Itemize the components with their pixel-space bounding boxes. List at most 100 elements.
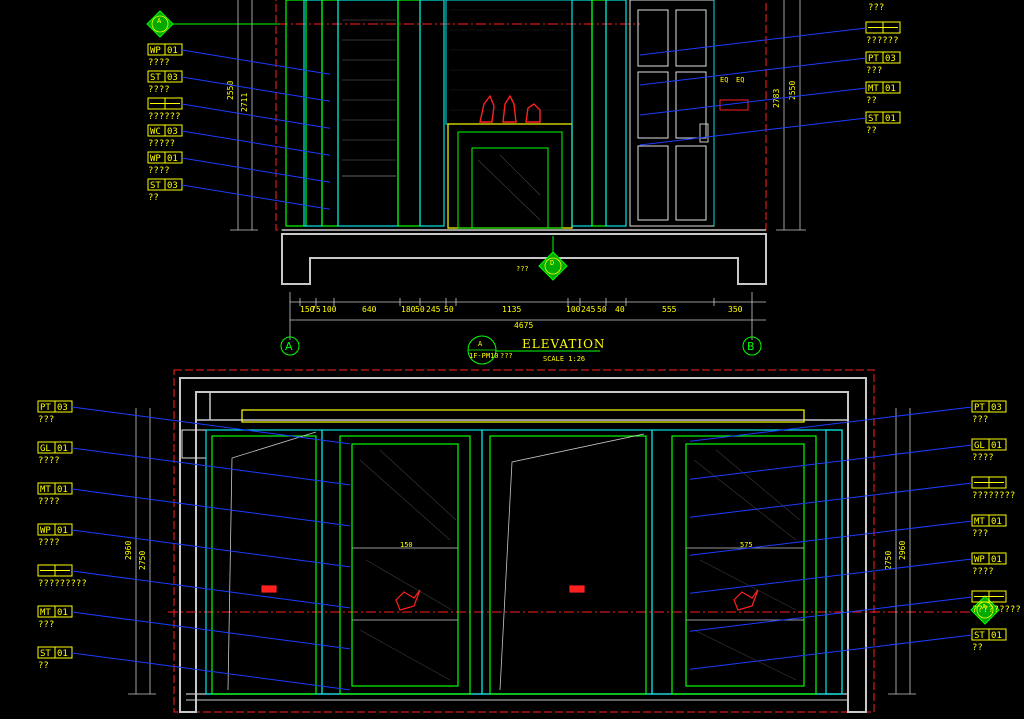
leader-line xyxy=(71,570,351,609)
material-tag-code: WC xyxy=(150,127,161,137)
top-right-height-dims xyxy=(776,0,806,231)
top-left-wall-panels xyxy=(285,0,445,227)
material-tag-note: ???? xyxy=(972,567,994,577)
material-tag-code: ST xyxy=(868,114,879,124)
material-tag-code: MT xyxy=(868,84,879,94)
material-tag-number: 01 xyxy=(991,555,1002,565)
top-center-marker: D xyxy=(538,236,568,281)
svg-text:B: B xyxy=(747,340,755,353)
dim-label: 50 xyxy=(444,305,454,314)
bottom-cabinet-left xyxy=(321,429,483,695)
material-tag-number: 01 xyxy=(991,631,1002,641)
dim-label: 180 xyxy=(401,305,416,314)
title-ref-suffix: ??? xyxy=(500,352,513,360)
bottom-cornice xyxy=(241,409,805,423)
bottom-right-height-dims xyxy=(888,408,916,695)
leader-line xyxy=(639,117,867,146)
material-tag-note: ??? xyxy=(972,529,988,539)
material-tag-number: 03 xyxy=(167,73,178,83)
top-left-height-1: 2550 xyxy=(226,81,235,100)
material-tag: ????????? xyxy=(37,564,351,609)
material-tag-code: GL xyxy=(40,444,51,454)
leader-line xyxy=(181,49,331,75)
material-tag-number: 01 xyxy=(57,649,68,659)
top-section-boundary xyxy=(275,0,767,231)
material-tag-code: ST xyxy=(40,649,51,659)
leader-line xyxy=(639,87,867,116)
svg-text:A: A xyxy=(982,603,987,611)
material-tag-code: MT xyxy=(974,517,985,527)
title-ref-code: 1F-PM10 xyxy=(469,352,499,360)
top-right-wall-panels xyxy=(571,0,627,227)
top-right-height-2: 2550 xyxy=(788,81,797,100)
dim-label: 40 xyxy=(615,305,625,314)
svg-text:A: A xyxy=(157,17,162,25)
elevation-scale: SCALE 1:26 xyxy=(543,355,585,363)
bottom-left-height-1: 2960 xyxy=(124,541,133,560)
material-tag-number: 01 xyxy=(167,154,178,164)
bottom-cabinet-right xyxy=(651,429,843,695)
material-tag-code: WP xyxy=(974,555,985,565)
material-tag-note: ????????? xyxy=(972,605,1021,615)
material-tag-number: 03 xyxy=(167,181,178,191)
leader-line xyxy=(181,103,331,129)
bottom-right-height-2: 2960 xyxy=(898,541,907,560)
material-tag-number: 01 xyxy=(991,517,1002,527)
title-bubble-letter: A xyxy=(478,340,483,348)
elevation-title-block: A 1F-PM10 ??? ELEVATION SCALE 1:26 xyxy=(467,335,605,365)
material-tag-number: 03 xyxy=(885,54,896,64)
leader-line xyxy=(689,444,973,480)
material-tag-note: ????????? xyxy=(38,579,87,589)
material-tag-note: ???? xyxy=(972,453,994,463)
material-tag-note: ??? xyxy=(38,415,54,425)
material-tag: ?????? xyxy=(147,97,331,129)
material-tag-number: 03 xyxy=(991,403,1002,413)
material-tag-code: MT xyxy=(40,608,51,618)
top-dim-labels: 150 75 100 640 180 50 245 50 1135 100 24… xyxy=(300,305,743,330)
leader-line xyxy=(71,529,351,568)
top-tile-hatch xyxy=(342,19,396,177)
material-tag-code: WP xyxy=(150,46,161,56)
dim-label: 50 xyxy=(597,305,607,314)
dim-label: 75 xyxy=(311,305,321,314)
material-tag-note: ?????? xyxy=(866,36,899,46)
top-fireplace xyxy=(445,0,573,229)
top-elevation: 2550 2711 2783 2550 EQ EQ A D ??? xyxy=(146,0,901,365)
material-tag-note: ?????? xyxy=(148,112,181,122)
leader-line xyxy=(639,57,867,86)
material-tag-note: ?? xyxy=(38,661,49,671)
svg-text:D: D xyxy=(550,259,554,267)
dim-label: 245 xyxy=(581,305,596,314)
material-tag-number: 01 xyxy=(885,84,896,94)
material-tag: MT 01?? xyxy=(639,81,901,116)
leader-line xyxy=(181,157,331,183)
leader-line xyxy=(71,652,351,691)
dim-label: 555 xyxy=(662,305,677,314)
material-tag-note: ???? xyxy=(148,58,170,68)
top-dimension-string xyxy=(289,292,766,340)
elevation-title: ELEVATION xyxy=(522,337,605,351)
material-tag: WP 01???? xyxy=(689,552,1007,594)
grid-bubble-b: B xyxy=(742,336,762,356)
material-tag-number: 01 xyxy=(991,441,1002,451)
leader-line xyxy=(639,27,867,56)
material-tag-note: ???????? xyxy=(972,491,1015,501)
center-marker-note: ??? xyxy=(516,265,529,273)
leader-line xyxy=(689,406,973,442)
material-tag-note: ?? xyxy=(866,96,877,106)
material-tag-code: PT xyxy=(40,403,51,413)
material-tag-note: ???? xyxy=(38,538,60,548)
bottom-door-center xyxy=(481,429,653,695)
leader-line xyxy=(689,482,973,518)
